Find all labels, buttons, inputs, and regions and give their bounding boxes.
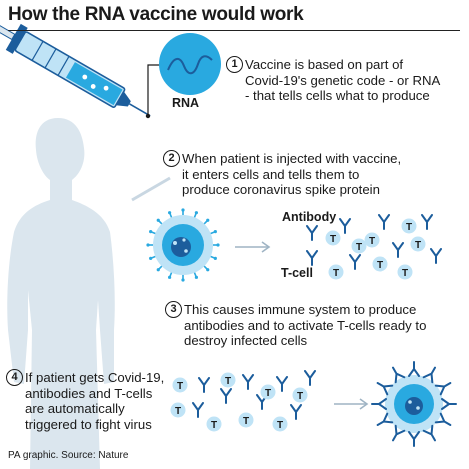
patient-silhouette	[7, 118, 115, 469]
step-1-line: Covid-19's genetic code - or RNA	[245, 72, 441, 88]
rna-strand-icon	[159, 33, 221, 95]
antibody-icon	[392, 242, 404, 258]
step-4-line: If patient gets Covid-19,	[25, 370, 165, 385]
infected-cell-icon	[146, 208, 220, 282]
svg-text:T: T	[330, 234, 336, 245]
tcell-icon: T	[410, 236, 426, 252]
antibody-icon	[408, 431, 420, 447]
step-2-number: 2	[163, 150, 180, 167]
svg-text:T: T	[333, 268, 339, 279]
page-title: How the RNA vaccine would work	[8, 4, 304, 25]
antibody-icon	[434, 412, 452, 426]
immune-response-cluster: T T T T T T T T	[170, 370, 316, 432]
step-3-text: This causes immune system to produce ant…	[184, 302, 426, 349]
step-2-text: When patient is injected with vaccine, i…	[182, 151, 401, 198]
antibody-icon	[430, 248, 442, 264]
step-4-number: 4	[6, 369, 23, 386]
neutralised-cell-icon	[371, 361, 457, 447]
tcell-icon: T	[351, 238, 367, 254]
step-4-line: antibodies and T-cells	[25, 385, 153, 401]
step-1-line: - that tells cells what to produce	[245, 88, 430, 103]
tcell-icon: T	[272, 416, 288, 432]
antibody-icon	[376, 412, 394, 426]
tcell-icon: T	[292, 387, 308, 403]
antibody-icon	[421, 214, 433, 230]
step-3-line: destroy infected cells	[184, 333, 308, 348]
svg-text:T: T	[297, 391, 303, 402]
antibody-icon	[306, 250, 318, 266]
svg-text:T: T	[211, 420, 217, 431]
step-1-number: 1	[226, 56, 243, 73]
antibody-icon	[392, 366, 406, 384]
svg-text:T: T	[265, 388, 271, 399]
antibody-icon	[371, 398, 387, 410]
step-2-line: When patient is injected with vaccine,	[182, 151, 402, 166]
svg-text:T: T	[415, 240, 421, 251]
tcell-label: T-cell	[281, 266, 313, 280]
step-2-line: produce coronavirus spike protein	[182, 182, 380, 197]
antibody-label: Antibody	[282, 210, 337, 224]
step-3-number: 3	[165, 301, 182, 318]
antibody-icon	[198, 377, 210, 393]
antibody-icon	[290, 404, 302, 420]
tcell-icon: T	[172, 377, 188, 393]
step-1-line: Vaccine is based on part of	[245, 57, 404, 72]
tcell-icon: T	[220, 372, 236, 388]
step-3-line: antibodies and to activate T-cells ready…	[184, 317, 427, 333]
tcell-icon: T	[206, 416, 222, 432]
step-3-line: This causes immune system to produce	[184, 302, 417, 317]
svg-text:T: T	[177, 381, 183, 392]
svg-text:T: T	[402, 268, 408, 279]
svg-text:T: T	[356, 242, 362, 253]
antibody-icon	[242, 374, 254, 390]
antibody-icon	[408, 361, 420, 377]
step-2-line: it enters cells and tells them to	[182, 166, 360, 182]
antibody-icon	[422, 424, 436, 442]
tcell-icon: T	[397, 264, 413, 280]
tcell-icon: T	[328, 264, 344, 280]
antibody-icon	[192, 402, 204, 418]
svg-text:T: T	[406, 222, 412, 233]
svg-text:T: T	[243, 416, 249, 427]
title-divider	[8, 30, 460, 31]
antibody-icon	[304, 370, 316, 386]
antibody-icon	[392, 424, 406, 442]
antibody-icon	[434, 382, 452, 396]
antibody-icon	[349, 254, 361, 270]
antibody-icon	[276, 376, 288, 392]
antibody-icon	[339, 218, 351, 234]
antibody-icon	[378, 214, 390, 230]
antibody-icon	[306, 225, 318, 241]
rna-pointer-line	[147, 64, 160, 116]
svg-text:T: T	[369, 236, 375, 247]
antibody-icon	[220, 388, 232, 404]
tcell-icon: T	[372, 256, 388, 272]
svg-text:T: T	[377, 260, 383, 271]
antibody-icon	[376, 382, 394, 396]
tcell-icon: T	[401, 218, 417, 234]
step-4-text: If patient gets Covid-19, antibodies and…	[25, 370, 164, 432]
step-4-line: triggered to fight virus	[25, 416, 152, 432]
tcell-icon: T	[364, 232, 380, 248]
antibody-icon	[441, 398, 457, 410]
syringe	[0, 17, 151, 117]
rna-label: RNA	[172, 96, 200, 110]
tcell-icon: T	[260, 384, 276, 400]
step-1-text: Vaccine is based on part of Covid-19's g…	[245, 57, 440, 104]
tcell-icon: T	[170, 402, 186, 418]
source-credit: PA graphic. Source: Nature	[8, 450, 129, 461]
svg-text:T: T	[175, 406, 181, 417]
tcell-icon: T	[325, 230, 341, 246]
svg-text:T: T	[277, 420, 283, 431]
response-arrow	[334, 398, 369, 410]
antibody-icon	[422, 366, 436, 384]
cell-to-antibody-arrow	[235, 241, 271, 253]
step-4-line: are automatically	[25, 401, 125, 416]
tcell-icon: T	[238, 412, 254, 428]
svg-text:T: T	[225, 376, 231, 387]
injection-arrow	[131, 176, 171, 202]
